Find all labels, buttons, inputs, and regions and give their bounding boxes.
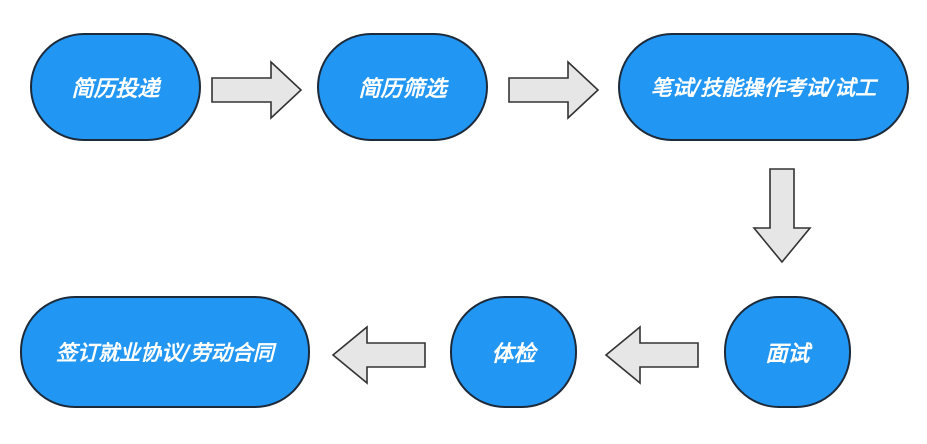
step-label: 简历投递 bbox=[71, 77, 160, 102]
step-label: 简历筛选 bbox=[358, 77, 447, 102]
down-arrow-icon bbox=[752, 168, 812, 264]
step-node: 简历筛选 bbox=[317, 33, 488, 141]
step-label: 笔试/技能操作考试/试工 bbox=[650, 76, 877, 100]
left-arrow-icon bbox=[604, 325, 699, 385]
step-node: 笔试/技能操作考试/试工 bbox=[618, 33, 909, 141]
left-arrow-icon bbox=[331, 325, 426, 385]
step-node: 体检 bbox=[450, 296, 577, 408]
step-node: 面试 bbox=[724, 296, 851, 408]
step-node: 签订就业协议/劳动合同 bbox=[20, 296, 310, 408]
step-label: 体检 bbox=[491, 342, 536, 367]
step-node: 简历投递 bbox=[30, 33, 201, 141]
right-arrow-icon bbox=[211, 60, 303, 120]
step-label: 面试 bbox=[765, 342, 810, 367]
right-arrow-icon bbox=[508, 60, 600, 120]
step-label: 签订就业协议/劳动合同 bbox=[56, 341, 274, 365]
